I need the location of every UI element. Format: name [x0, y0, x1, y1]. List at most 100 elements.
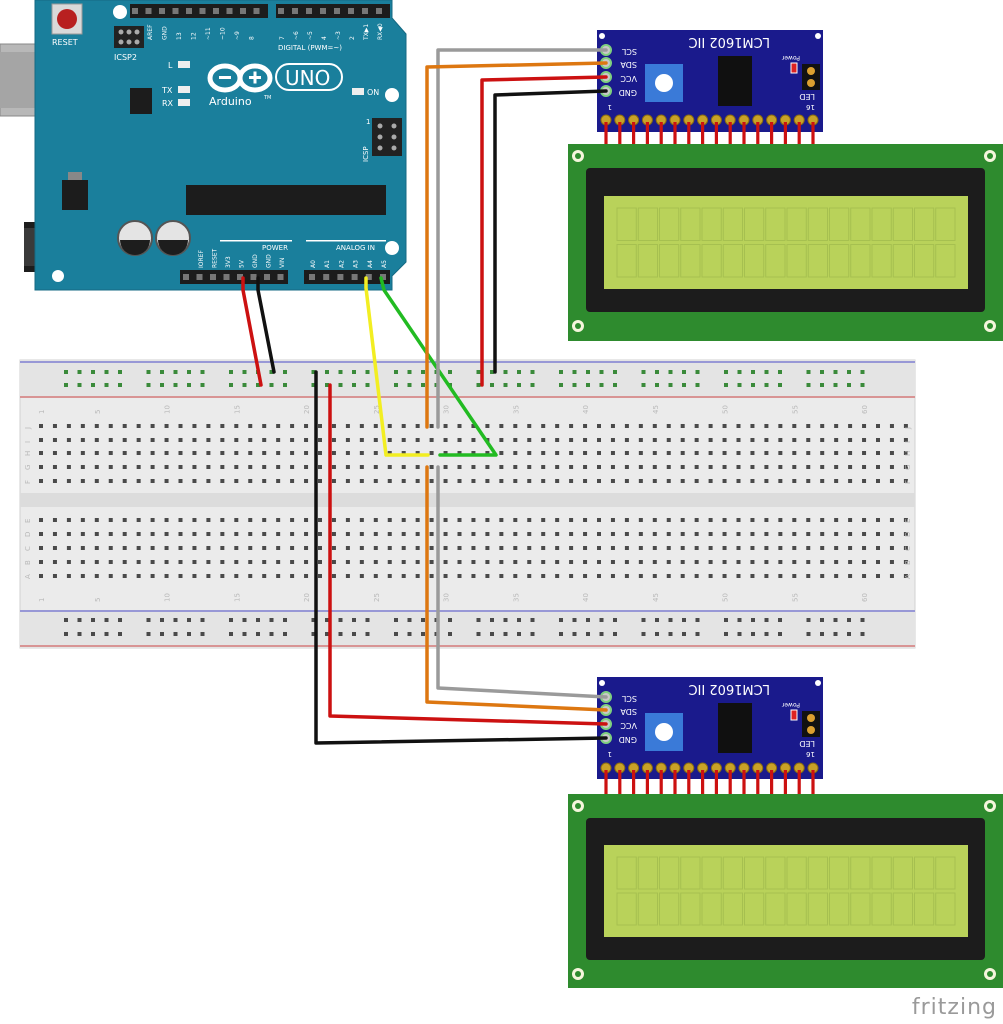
i2c-top-header	[600, 114, 819, 152]
power-pin-label: VIN	[279, 258, 286, 268]
i2c-bottom-pin-one: 1	[608, 750, 612, 758]
digital-pin-label: ~11	[205, 27, 212, 40]
wire-vcc-top-red	[480, 75, 608, 387]
breadboard-column-number: 20	[303, 593, 311, 602]
i2c-top-pin-sda: SDA	[620, 60, 637, 69]
power-pin-label: 5V	[239, 259, 246, 268]
breadboard-row-letter: I	[904, 441, 912, 443]
breadboard-column-number: 40	[582, 593, 590, 602]
breadboard-column-number: 15	[233, 593, 241, 602]
breadboard-column-number: 10	[164, 405, 172, 414]
i2c-bottom-led-label: LED	[799, 739, 815, 748]
i2c-top-power-label: Power	[781, 54, 800, 61]
i2c-bottom-pin-sda: SDA	[620, 707, 637, 716]
breadboard: 1155101015152020252530303535404045455050…	[19, 359, 916, 649]
lcd-top-screen	[604, 196, 968, 289]
analog-pin-label: A4	[367, 260, 374, 268]
breadboard-column-number: 25	[373, 593, 381, 602]
breadboard-row-letter: G	[904, 465, 912, 470]
power-header-label: POWER	[262, 244, 288, 252]
i2c-top-title: LCM1602 IIC	[689, 34, 771, 49]
breadboard-row-letter: B	[904, 560, 912, 565]
breadboard-row-letter: E	[24, 519, 32, 523]
breadboard-column-number: 35	[512, 593, 520, 602]
led-on	[352, 88, 364, 95]
wire-scl-bottom-gray	[436, 465, 608, 699]
i2c-bottom-header	[600, 762, 819, 800]
i2c-top-led-label: LED	[799, 92, 815, 101]
breadboard-column-number: 45	[652, 405, 660, 414]
breadboard-row-letter: J	[904, 427, 912, 430]
lcd-bottom-character-grid	[616, 856, 956, 926]
digital-header-label: DIGITAL (PWM=~)	[278, 44, 342, 52]
i2c-module-bottom: LCM1602 IIC Power LED 16 1 SCL SDA VCC G…	[597, 677, 823, 800]
voltage-regulator	[62, 180, 88, 210]
breadboard-column-number: 1	[38, 410, 46, 414]
arduino-brand: Arduino	[209, 95, 252, 108]
lcd-display-top	[568, 144, 1003, 341]
breadboard-row-letter: C	[904, 546, 912, 551]
breadboard-row-letter: A	[904, 574, 912, 579]
breadboard-column-number: 60	[861, 405, 869, 414]
led-rx-label: RX	[162, 99, 174, 108]
breadboard-column-number: 5	[94, 598, 102, 602]
i2c-bottom-chip	[718, 703, 752, 753]
power-pin-label: IOREF	[198, 250, 205, 268]
analog-pin-label: A5	[381, 260, 388, 268]
reset-label: RESET	[52, 38, 78, 47]
digital-pin-label: 8	[249, 36, 256, 40]
breadboard-row-letter: D	[904, 532, 912, 537]
breadboard-column-number: 50	[722, 405, 730, 414]
breadboard-column-number: 30	[443, 593, 451, 602]
breadboard-column-number: 35	[512, 405, 520, 414]
breadboard-row-letter: F	[24, 480, 32, 484]
breadboard-row-letter: C	[24, 546, 32, 551]
breadboard-column-number: 40	[582, 405, 590, 414]
i2c-top-pin-sixteen: 16	[806, 103, 815, 111]
led-l-label: L	[168, 61, 173, 70]
fritzing-watermark: fritzing	[911, 995, 997, 1020]
digital-pin-label: ~5	[307, 31, 314, 40]
power-pin-label: GND	[252, 254, 259, 268]
power-pin-label: GND	[266, 254, 273, 268]
analog-header-label: ANALOG IN	[336, 244, 375, 252]
analog-header	[304, 270, 390, 284]
breadboard-row-letter: H	[24, 451, 32, 456]
breadboard-row-letter: I	[24, 441, 32, 443]
i2c-bottom-pin-sixteen: 16	[806, 750, 815, 758]
i2c-bottom-pin-scl: SCL	[621, 694, 637, 703]
wire-gnd-top-black	[493, 89, 608, 374]
i2c-bottom-pin-gnd: GND	[619, 735, 637, 744]
uno-badge	[275, 63, 343, 91]
i2c-bottom-power-label: Power	[781, 701, 800, 708]
lcd-bottom-screen	[604, 845, 968, 937]
icsp-label: ICSP	[362, 146, 370, 162]
i2c-top-pin-one: 1	[608, 103, 612, 111]
breadboard-column-number: 55	[791, 593, 799, 602]
i2c-module-top: LCM1602 IIC Power LED 16 1 SCL SDA VCC G…	[597, 30, 823, 152]
lcd-display-bottom	[568, 794, 1003, 988]
digital-pin-label: 2	[349, 36, 356, 40]
breadboard-row-letter: E	[904, 519, 912, 523]
icsp-header	[372, 118, 402, 156]
digital-pin-label: ~10	[220, 27, 227, 40]
led-rx	[178, 99, 190, 106]
wire-scl-top-gray	[436, 48, 608, 429]
wire-vcc-bottom-red	[328, 383, 608, 726]
analog-pin-label: A2	[338, 260, 345, 268]
breadboard-row-letter: J	[24, 427, 32, 430]
led-l	[178, 61, 190, 68]
analog-pin-label: A1	[324, 260, 331, 268]
icsp2-label: ICSP2	[114, 53, 137, 62]
digital-pin-label: 13	[176, 32, 183, 40]
breadboard-column-number: 50	[722, 593, 730, 602]
i2c-top-chip	[718, 56, 752, 106]
digital-pin-label: GND	[162, 26, 169, 40]
led-tx	[178, 86, 190, 93]
breadboard-column-number: 5	[94, 410, 102, 414]
uno-label: UNO	[285, 66, 330, 90]
